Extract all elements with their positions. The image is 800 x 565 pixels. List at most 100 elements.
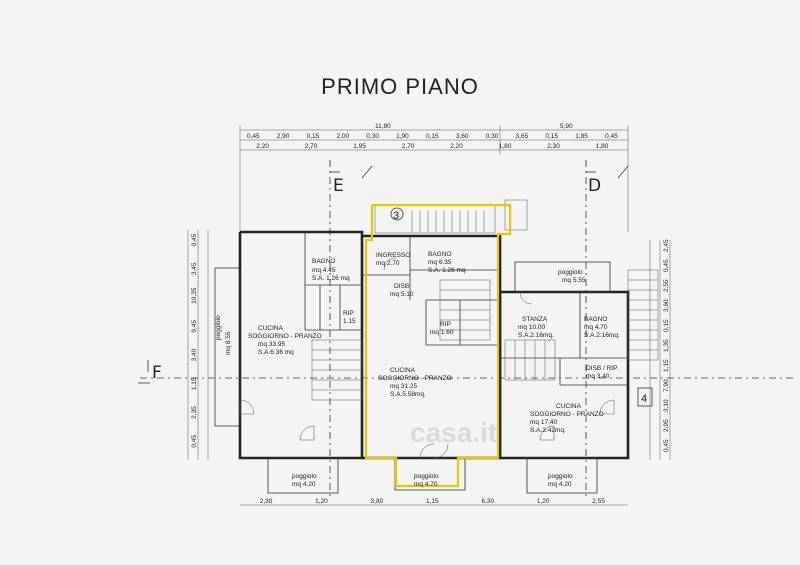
section-marker-f: F (152, 363, 162, 383)
label-cucina-center: CUCINA (390, 367, 416, 374)
balconies (214, 261, 611, 494)
interior-walls (304, 232, 628, 386)
label-poggiolo-left: poggiolo (215, 315, 222, 340)
bottom-dimension-row: 2,30 1,20 3,80 1,15 6,30 1,20 2,55 (260, 498, 606, 505)
dimension-label: 2,30 (260, 498, 273, 505)
label-poggiolo-top-right: poggiolo (558, 269, 583, 276)
dimension-label: 0,15 (307, 133, 320, 140)
label-rip-center: RIP (440, 321, 451, 328)
dimension-label: 0,15 (663, 319, 670, 332)
label-stanza: STANZA (522, 316, 548, 323)
sa-bagno-center: S.A. 1.26 mq (428, 267, 466, 274)
dimension-label: 2,70 (305, 143, 318, 150)
dim-top-total-right: 5,90 (560, 123, 573, 130)
area-rip-center: mq 1.60 (430, 329, 454, 336)
dimension-label: 1,80 (499, 143, 512, 150)
label-bagno-right: BAGNO (584, 316, 607, 323)
top-dimension-row-3: 2,20 2,70 1,95 2,70 2,20 1,80 2,30 1,80 (256, 143, 609, 150)
dimension-label: 7,90 (663, 379, 670, 392)
dimension-label: 0,30 (366, 133, 379, 140)
room-labels: INGRESSO mq 2.70 BAGNO mq 4.45 S.A. 1.26… (248, 251, 620, 434)
highlighted-unit-outline (364, 203, 512, 488)
sa-bagno-left: S.A. 1.26 mq (312, 275, 350, 282)
section-marker-e: E (333, 176, 344, 196)
dimension-label: 1,80 (596, 143, 609, 150)
dimension-label: 3,40 (191, 348, 198, 361)
dimension-label: 2,30 (547, 143, 560, 150)
dimension-label: 0,45 (191, 435, 198, 448)
dimension-label: 3,80 (371, 498, 384, 505)
door-swings (239, 257, 615, 459)
dimension-label: 1,20 (315, 498, 328, 505)
dimension-label: 2,55 (663, 279, 670, 292)
sa-bagno-right: S.A.2.16mq. (584, 332, 620, 339)
right-dimension-column: 2,450,452,553,600,151,351,157,903,102,95… (663, 239, 670, 452)
dimension-label: 1,15 (663, 359, 670, 372)
unit-number-3: 3 (393, 210, 399, 222)
sub-cucina-left: SOGGIORNO - PRANZO (248, 333, 322, 340)
watermark: casa.it (410, 417, 497, 448)
label-poggiolo-bottom-right: poggiolo (548, 473, 573, 480)
unit-number-4: 4 (641, 393, 647, 405)
dimension-label: 0,45 (663, 259, 670, 272)
unit-marker-4 (637, 387, 653, 407)
dimension-label: 0,45 (191, 233, 198, 246)
dimension-label: 0,15 (426, 133, 439, 140)
dimension-label: 0,30 (486, 133, 499, 140)
label-rip-left: RIP (343, 310, 354, 317)
area-cucina-left: mq 33.95 (258, 341, 285, 348)
label-bagno-center: BAGNO (428, 251, 451, 258)
area-disb-right: mq 3.40 (586, 373, 610, 380)
dimension-label: 1,20 (537, 498, 550, 505)
section-marker-d: D (588, 176, 601, 196)
label-bagno-left: BAGNO (312, 258, 335, 265)
dimension-label: 2,35 (191, 406, 198, 419)
dimension-label: 3,65 (516, 133, 529, 140)
sa-cucina-center: S.A.5.58mq. (390, 391, 426, 398)
dimension-label: 1,15 (191, 377, 198, 390)
dimension-label: 2,20 (256, 143, 269, 150)
dimension-label: 0,15 (545, 133, 558, 140)
label-disb-center: DISB (394, 283, 409, 290)
dimension-label: 1,95 (353, 143, 366, 150)
unit-marker-3 (390, 207, 404, 221)
area-stanza: mq 10.00 (518, 324, 545, 331)
dimension-label: 1,90 (396, 133, 409, 140)
label-ingresso: INGRESSO (376, 252, 410, 259)
dimension-label: 10,35 (191, 287, 198, 304)
dimension-label: 1,85 (575, 133, 588, 140)
dimension-label: 0,45 (663, 439, 670, 452)
stairs (311, 199, 659, 401)
dimension-label: 3,60 (663, 299, 670, 312)
sub-cucina-center: SOGGIORNO - PRANZO (378, 375, 452, 382)
area-poggiolo-top-right: mq 5.55 (562, 277, 586, 284)
top-dimension-lines (239, 125, 629, 232)
sa-cucina-right: S.A.3.42mq. (530, 427, 566, 434)
sa-stanza: S.A.2.16mq. (518, 332, 554, 339)
dimension-label: 3,45 (191, 262, 198, 275)
area-poggiolo-bottom-center: mq 4.70 (414, 481, 438, 488)
dimension-label: 1,35 (663, 339, 670, 352)
label-poggiolo-bottom-left: poggiolo (292, 473, 317, 480)
plan-title: PRIMO PIANO (321, 74, 479, 99)
dimension-label: 0,45 (247, 133, 260, 140)
area-poggiolo-left: mq 8.55 (225, 331, 232, 355)
label-poggiolo-bottom-center: poggiolo (414, 473, 439, 480)
label-cucina-left: CUCINA (258, 325, 284, 332)
area-cucina-right: mq 17.40 (530, 419, 557, 426)
dimension-label: 3,10 (663, 399, 670, 412)
area-bagno-left: mq 4.45 (312, 267, 336, 274)
dimension-label: 2,45 (663, 239, 670, 252)
dim-top-total-left: 11,80 (375, 123, 391, 130)
dimension-label: 6,30 (481, 498, 494, 505)
area-disb-center: mq 5.10 (390, 291, 414, 298)
dimension-label: 0,45 (605, 133, 618, 140)
area-cucina-center: mq 31.25 (390, 383, 417, 390)
dimension-label: 1,15 (426, 498, 439, 505)
sa-cucina-left: S.A.6.36 mq (258, 349, 294, 356)
dimension-label: 2,20 (450, 143, 463, 150)
dimension-label: 2,70 (402, 143, 415, 150)
dimension-label: 2,55 (592, 498, 605, 505)
area-bagno-center: mq 6.35 (428, 259, 452, 266)
